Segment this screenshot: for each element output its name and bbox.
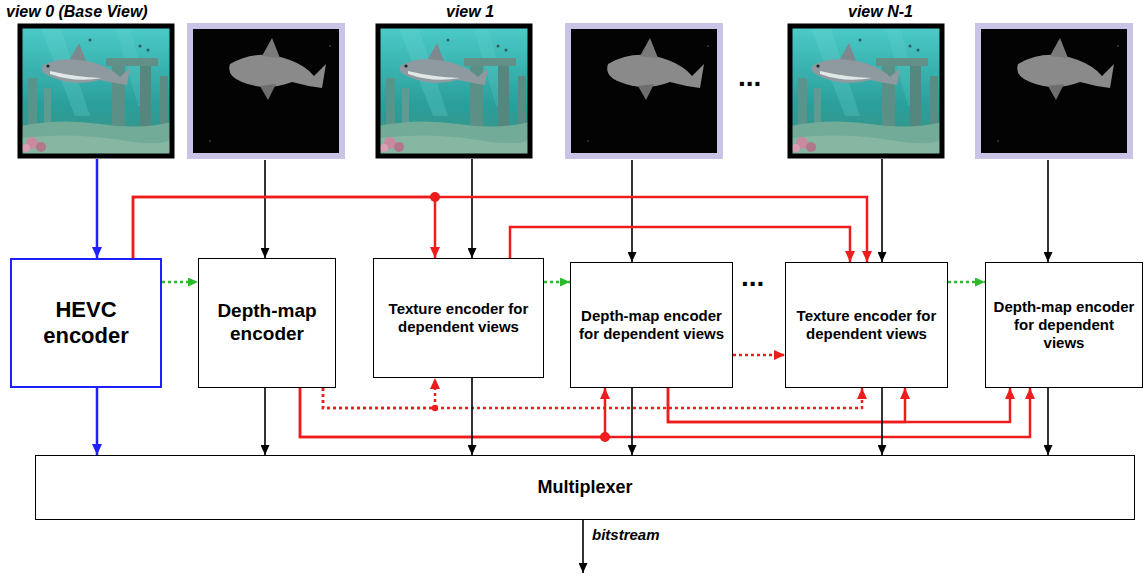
box-text: Texture encoder for dependent views xyxy=(380,300,537,336)
encoder-box: Texture encoder for dependent views xyxy=(373,258,544,378)
connector xyxy=(881,388,883,455)
input-arrow xyxy=(881,159,883,262)
image-frame xyxy=(378,26,530,156)
box-text: Texture encoder for dependent views xyxy=(792,307,941,343)
encoder-box: Texture encoder for dependent views xyxy=(785,262,948,388)
junction-dot xyxy=(432,405,438,411)
image-frame xyxy=(568,26,720,156)
output-arrow xyxy=(582,520,584,573)
junction-dot xyxy=(600,432,610,442)
ellipsis: ... xyxy=(741,262,764,293)
connector xyxy=(668,388,905,422)
connector xyxy=(471,378,473,455)
connectors xyxy=(97,197,1048,455)
depth-image xyxy=(190,26,342,156)
connector xyxy=(162,281,198,284)
connector xyxy=(264,388,266,455)
connector xyxy=(323,388,862,408)
view-label: view 1 xyxy=(446,3,494,21)
depth-image xyxy=(978,26,1130,156)
input-arrow xyxy=(631,160,633,262)
box-text: Multiplexer xyxy=(537,477,632,499)
connector xyxy=(323,378,435,408)
connector xyxy=(300,388,1030,437)
view-label: view 0 (Base View) xyxy=(6,3,148,21)
texture-image xyxy=(378,26,530,156)
image-frame xyxy=(190,26,342,156)
box-text: Depth-map encoder xyxy=(205,300,329,346)
multiplexer-box: Multiplexer xyxy=(35,455,1135,520)
connector xyxy=(300,388,605,437)
connector xyxy=(631,388,633,455)
connector xyxy=(133,197,867,262)
depth-image xyxy=(568,26,720,156)
texture-image xyxy=(790,26,942,156)
image-frame xyxy=(20,26,172,156)
image-frame xyxy=(978,26,1130,156)
input-arrow xyxy=(1047,160,1049,262)
box-text: Depth-map encoder for dependent views xyxy=(992,298,1136,352)
connector xyxy=(948,281,985,284)
connector xyxy=(133,197,435,258)
connector xyxy=(733,354,785,357)
box-text: HEVC encoder xyxy=(18,297,154,350)
connector xyxy=(544,281,570,284)
input-arrow xyxy=(471,159,473,258)
junction-dot xyxy=(430,192,440,202)
texture-image xyxy=(20,26,172,156)
encoder-box: Depth-map encoder for dependent views xyxy=(570,262,733,388)
connector xyxy=(510,227,850,262)
input-arrow xyxy=(96,159,99,258)
output-label: bitstream xyxy=(592,527,660,544)
view-images xyxy=(20,26,1130,156)
encoder-box: Depth-map encoder for dependent views xyxy=(985,262,1143,388)
view-label: view N-1 xyxy=(848,3,913,21)
ellipsis: ... xyxy=(738,62,761,93)
connector xyxy=(1047,388,1049,455)
encoder-box: Depth-map encoder xyxy=(198,258,336,388)
box-text: Depth-map encoder for dependent views xyxy=(577,307,726,343)
base-encoder-box: HEVC encoder xyxy=(10,258,162,388)
connector xyxy=(96,388,99,455)
input-arrow xyxy=(264,160,266,258)
connector xyxy=(668,388,1010,422)
image-frame xyxy=(790,26,942,156)
